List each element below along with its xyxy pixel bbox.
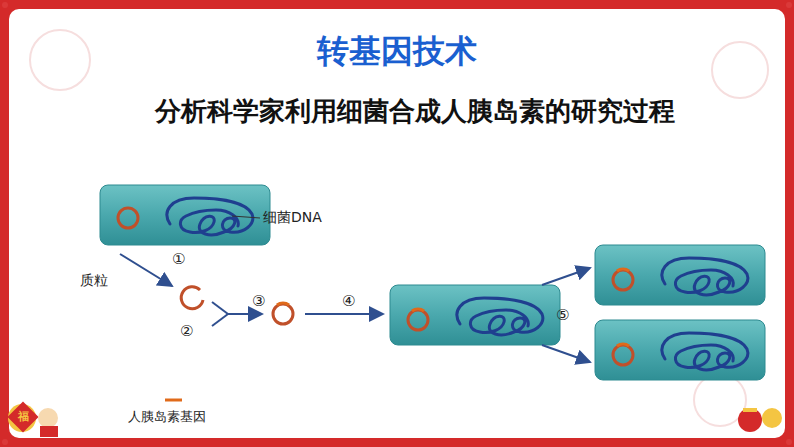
callout-number: ④ xyxy=(342,292,355,310)
callout-number: ② xyxy=(180,322,193,340)
callout-number: ③ xyxy=(252,292,265,310)
callout-number: ⑤ xyxy=(556,306,569,324)
subtitle: 分析科学家利用细菌合成人胰岛素的研究过程 xyxy=(155,94,675,129)
part-label: 细菌DNA xyxy=(263,209,322,227)
part-label: 质粒 xyxy=(80,272,108,290)
part-label: 人胰岛素基因 xyxy=(128,408,206,426)
decoration-text: 福 xyxy=(18,409,29,424)
slide-title: 转基因技术 xyxy=(317,30,477,74)
callout-number: ① xyxy=(172,250,185,268)
